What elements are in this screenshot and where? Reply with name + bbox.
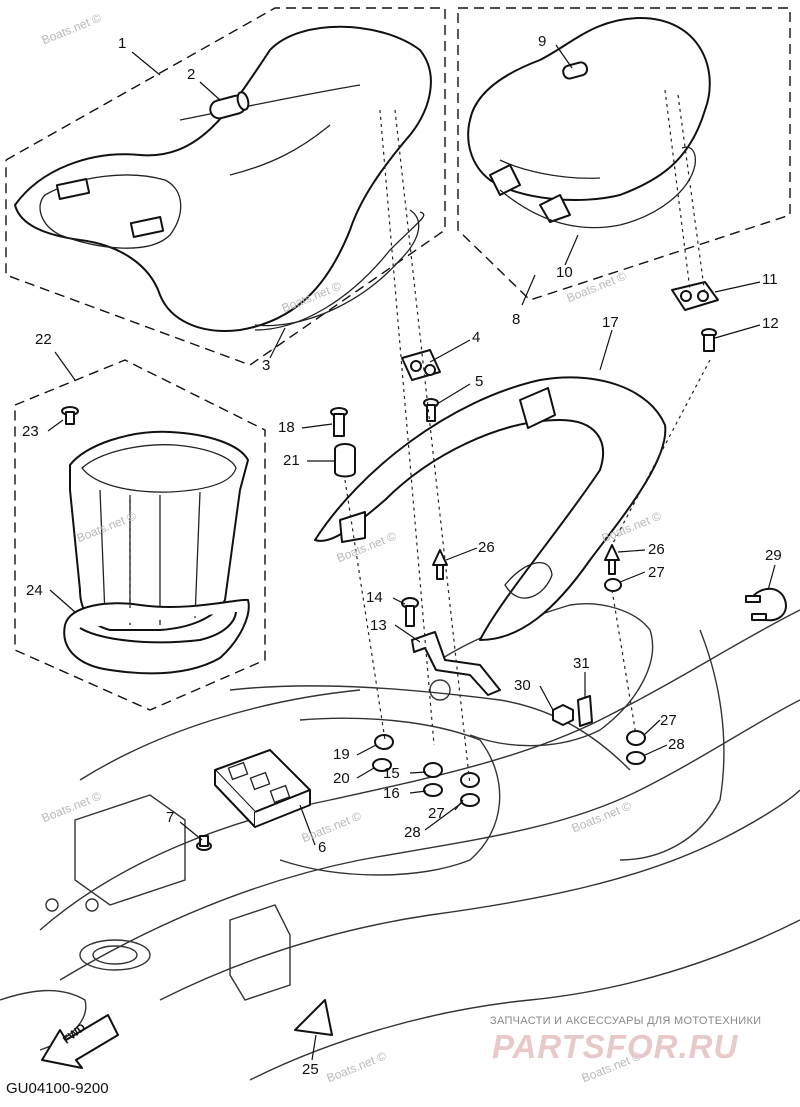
seat-assembly-boundary <box>5 7 446 366</box>
bolt-part-14 <box>401 597 419 627</box>
callout-27: 27 <box>648 564 665 581</box>
callout-8: 8 <box>512 311 521 328</box>
callout-10: 10 <box>556 264 573 281</box>
drawing-code: GU04100-9200 <box>6 1080 109 1097</box>
main-seat-part-1 <box>14 25 432 332</box>
callout-18: 18 <box>278 419 295 436</box>
callout-17: 17 <box>602 314 619 331</box>
callout-4: 4 <box>472 329 481 346</box>
callout-1: 1 <box>118 35 127 52</box>
washers-group <box>372 578 646 807</box>
grommet-part-2 <box>209 91 250 120</box>
box-seal-part-24 <box>63 598 250 675</box>
callout-26: 26 <box>648 541 665 558</box>
alignment-lines <box>129 89 711 786</box>
screw-part-23 <box>61 406 79 425</box>
stay-part-13 <box>411 631 501 696</box>
callout-13: 13 <box>370 617 387 634</box>
plate-part-31 <box>577 695 593 727</box>
callout-31: 31 <box>573 655 590 672</box>
label-part-25 <box>294 999 333 1036</box>
callout-21: 21 <box>283 452 300 469</box>
collar-part-21 <box>334 443 356 478</box>
bracket-part-11 <box>671 281 719 311</box>
clip-part-29 <box>745 587 787 622</box>
bolt-part-5 <box>423 398 439 422</box>
callout-5: 5 <box>475 373 484 390</box>
nut-part-12 <box>701 328 717 352</box>
callout-11: 11 <box>762 271 778 288</box>
nut-part-30 <box>552 704 574 726</box>
callout-24: 24 <box>26 582 43 599</box>
screw-part-7 <box>196 835 212 851</box>
callout-22: 22 <box>35 331 52 348</box>
bolt-part-18 <box>330 407 348 437</box>
rear-seat-part-8 <box>467 17 711 223</box>
callout-25: 25 <box>302 1061 319 1078</box>
callout-3: 3 <box>262 357 271 374</box>
callout-26: 26 <box>478 539 495 556</box>
callout-28: 28 <box>668 736 685 753</box>
callout-6: 6 <box>318 839 327 856</box>
rear-seat-seal-part-10 <box>499 146 696 229</box>
callout-2: 2 <box>187 66 196 83</box>
callout-28: 28 <box>404 824 421 841</box>
callout-30: 30 <box>514 677 531 694</box>
callout-15: 15 <box>383 765 400 782</box>
seat-seal-part-3 <box>254 209 420 327</box>
rivet-part-26 <box>432 544 620 580</box>
callout-7: 7 <box>166 809 175 826</box>
callout-12: 12 <box>762 315 779 332</box>
brand-logo: PARTSFOR.RU <box>492 1028 739 1065</box>
callout-23: 23 <box>22 423 39 440</box>
callout-20: 20 <box>333 770 350 787</box>
callout-9: 9 <box>538 33 547 50</box>
hull-deck-outline <box>0 603 800 1081</box>
callout-29: 29 <box>765 547 782 564</box>
callout-19: 19 <box>333 746 350 763</box>
callout-leaders <box>47 44 776 1061</box>
callout-16: 16 <box>383 785 400 802</box>
storage-box-boundary <box>14 359 266 711</box>
rear-seat-boundary <box>457 7 791 301</box>
callout-27: 27 <box>660 712 677 729</box>
brand-tagline: ЗАПЧАСТИ И АКСЕССУАРЫ ДЛЯ МОТОТЕХНИКИ <box>490 1015 762 1027</box>
bracket-part-4 <box>401 349 441 381</box>
handle-part-17 <box>314 376 667 641</box>
fwd-arrow-icon <box>41 1014 119 1069</box>
cover-part-6 <box>214 749 311 828</box>
callout-14: 14 <box>366 589 383 606</box>
callout-27: 27 <box>428 805 445 822</box>
